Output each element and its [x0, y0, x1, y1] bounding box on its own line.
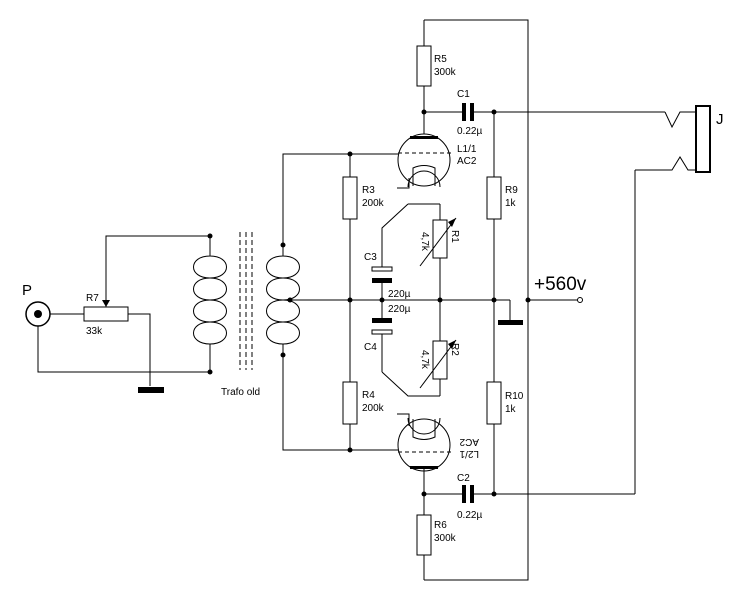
- r5-label: R5: [434, 54, 447, 65]
- supply-terminal: [577, 297, 583, 303]
- c3-label: C3: [364, 252, 377, 263]
- capacitor-c3: [371, 266, 393, 283]
- input-label: P: [22, 282, 32, 299]
- r3-label: R3: [362, 185, 375, 196]
- resistor-r5: [416, 20, 432, 112]
- junction-dot: [491, 297, 497, 303]
- r10-label: R10: [505, 391, 524, 402]
- capacitor-c1: [424, 103, 665, 121]
- r4-label: R4: [362, 390, 375, 401]
- c4-value: 220µ: [388, 304, 411, 315]
- resistor-r10: [486, 300, 502, 494]
- grid-wiring: [282, 153, 398, 451]
- input-wiring: [37, 235, 210, 386]
- r5-value: 300k: [434, 67, 457, 78]
- l2-type: AC2: [459, 436, 479, 447]
- output-jack-body: [695, 105, 711, 173]
- output-jack: [635, 111, 696, 171]
- supply-voltage-label: +560v: [534, 274, 587, 295]
- resistor-r6: [416, 494, 432, 580]
- capacitor-c4: [371, 318, 393, 335]
- transformer-label: Trafo old: [221, 387, 260, 398]
- r7-value: 33k: [86, 326, 103, 337]
- c1-label: C1: [457, 89, 470, 100]
- r9-label: R9: [505, 185, 518, 196]
- output-label: J: [716, 111, 724, 128]
- l2-label: L2/1: [459, 448, 479, 459]
- r1-label: R1: [449, 230, 460, 243]
- junction-dot: [347, 447, 353, 453]
- r10-value: 1k: [505, 404, 517, 415]
- r3-value: 200k: [362, 198, 385, 209]
- resistor-r9: [486, 112, 502, 300]
- r9-value: 1k: [505, 198, 517, 209]
- r6-label: R6: [434, 520, 447, 531]
- junction-dot: [525, 297, 531, 303]
- l1-label: L1/1: [457, 144, 477, 155]
- ground-symbol: [494, 299, 523, 325]
- c2-value: 0.22µ: [457, 510, 482, 521]
- tube-l2: [397, 417, 452, 494]
- junction-dot: [347, 151, 353, 157]
- r1-value: 4,7k: [419, 232, 430, 252]
- cathode-wiring: [381, 178, 441, 426]
- r6-value: 300k: [434, 533, 457, 544]
- potentiometer-r1: [419, 217, 457, 267]
- l1-type: AC2: [457, 156, 477, 167]
- c2-label: C2: [457, 473, 470, 484]
- capacitor-c2: [424, 170, 636, 503]
- r4-value: 200k: [362, 403, 385, 414]
- r2-label: R2: [449, 343, 460, 356]
- c4-label: C4: [364, 342, 377, 353]
- potentiometer-r7: [83, 299, 129, 322]
- resistor-r4: [342, 300, 358, 450]
- resistor-r3: [342, 154, 358, 300]
- transformer: [193, 232, 300, 372]
- r7-label: R7: [86, 293, 99, 304]
- c1-value: 0.22µ: [457, 126, 482, 137]
- tube-l1: [397, 112, 452, 188]
- c3-value: 220µ: [388, 289, 411, 300]
- r2-value: 4,7k: [419, 350, 430, 370]
- input-jack: [25, 301, 51, 327]
- ground-symbol: [138, 387, 164, 393]
- potentiometer-r2: [419, 339, 457, 389]
